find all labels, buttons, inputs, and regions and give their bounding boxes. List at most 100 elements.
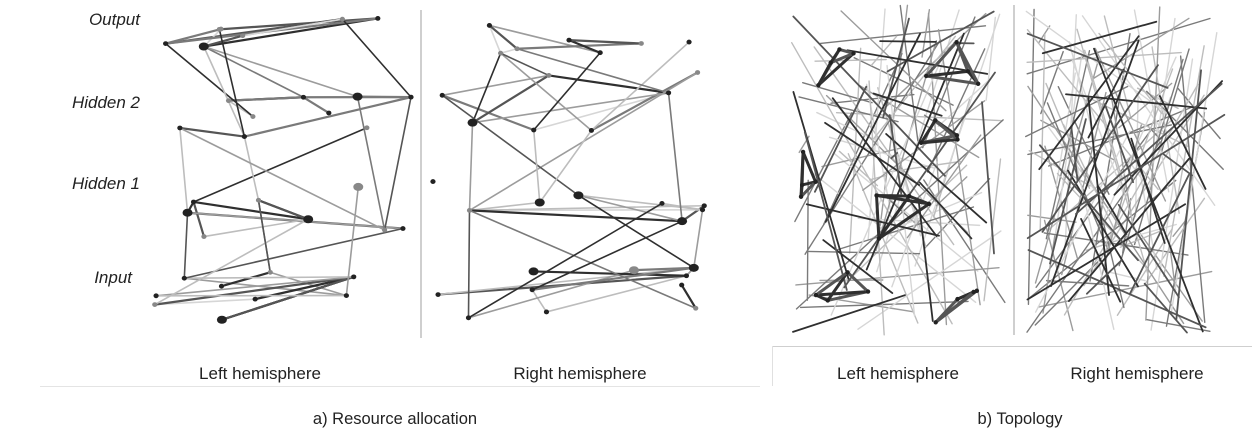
intra-layer-edge (153, 275, 355, 306)
topology-edge (1083, 49, 1124, 182)
inter-layer-edge (345, 186, 360, 297)
topology-edge (792, 15, 946, 177)
intra-layer-edge (545, 274, 688, 313)
cluster-node (813, 292, 819, 298)
topology-edge (1040, 50, 1064, 115)
intra-layer-edge (183, 277, 348, 297)
cluster-edge (846, 270, 870, 294)
network-node (300, 94, 307, 100)
right-hemisphere-topology (1025, 6, 1226, 334)
topology-edge (807, 250, 921, 255)
network-node (250, 114, 256, 119)
topology-edge (981, 101, 995, 255)
network-node (252, 296, 258, 302)
intra-layer-edge (488, 24, 601, 54)
topology-edge (1043, 219, 1074, 332)
cluster-node (965, 69, 971, 74)
topology-edge (798, 96, 899, 123)
intra-layer-edge (227, 96, 305, 102)
topology-edge (1175, 69, 1202, 321)
inter-layer-edge (531, 220, 683, 291)
intra-layer-edge (532, 270, 688, 277)
topology-edge (840, 10, 947, 112)
cluster-edge (919, 137, 960, 145)
network-node (375, 16, 381, 21)
topology-edge (1118, 58, 1184, 267)
inter-layer-edge (532, 129, 541, 204)
topology-edge (1151, 46, 1180, 214)
inter-layer-edge (183, 227, 404, 280)
topology-edge (1103, 103, 1135, 184)
intra-layer-edge (203, 218, 309, 238)
cluster-node (933, 320, 938, 325)
inter-layer-edge (202, 45, 246, 138)
network-node (638, 41, 644, 46)
topology-edge (1070, 125, 1079, 182)
topology-edge (822, 239, 894, 294)
intra-layer-edge (532, 92, 670, 131)
cluster-edge (933, 118, 960, 141)
topology-edge (1061, 91, 1107, 276)
topology-edge (868, 174, 887, 181)
network-node (498, 50, 504, 56)
intra-layer-edge (202, 34, 244, 48)
layer-label-hidden-1: Hidden 1 (71, 174, 140, 193)
topology-edge (1057, 85, 1110, 195)
intra-layer-edge (567, 39, 602, 54)
cluster-node (825, 298, 830, 303)
panel-b-right-label: Right hemisphere (1070, 364, 1204, 383)
inter-layer-edge (667, 92, 683, 222)
topology-edge (808, 294, 915, 313)
panel-b-divider (1013, 5, 1015, 335)
topology-edge (1129, 173, 1190, 295)
network-node (218, 283, 225, 289)
network-node (351, 274, 357, 280)
intra-layer-edge (192, 200, 206, 238)
network-node (465, 315, 472, 321)
topology-edge (885, 133, 988, 224)
network-node (699, 207, 706, 213)
intra-layer-edge (302, 96, 330, 115)
topology-edge (1163, 45, 1205, 277)
network-node (543, 309, 550, 315)
cluster-node (974, 288, 980, 293)
topology-edge (879, 40, 937, 43)
layer-label-input: Input (94, 268, 132, 287)
cluster-node (865, 289, 871, 294)
topology-edge (816, 111, 875, 141)
inter-layer-edge (538, 129, 593, 204)
intra-layer-edge (468, 209, 684, 223)
topology-edge (985, 16, 997, 101)
topology-edge (830, 53, 945, 316)
topology-edge (1081, 15, 1216, 206)
network-node (225, 98, 232, 104)
inter-layer-edge (499, 52, 593, 132)
inter-layer-edge (499, 52, 550, 77)
inter-layer-edge (590, 41, 690, 132)
cluster-node (955, 137, 960, 142)
intra-layer-edge (577, 194, 704, 211)
panel-b-left-edge (772, 346, 773, 386)
cluster-node (918, 140, 924, 146)
topology-edge (847, 153, 919, 324)
cluster-edge (924, 40, 959, 78)
network-node (534, 198, 545, 207)
intra-layer-edge (499, 47, 518, 54)
network-node (514, 46, 520, 52)
cluster-edge (801, 150, 818, 184)
topology-edge (1158, 95, 1207, 190)
topology-edge (1053, 53, 1083, 245)
cluster-node (845, 270, 850, 275)
topology-edge (819, 25, 987, 45)
topology-edge (1074, 82, 1223, 215)
network-node (198, 42, 209, 51)
network-node (529, 287, 535, 293)
network-node (597, 50, 603, 56)
inter-layer-edge (257, 199, 272, 274)
cluster-node (798, 194, 804, 199)
topology-edge (921, 9, 931, 58)
topology-edge (899, 4, 919, 142)
intra-layer-edge (155, 276, 355, 297)
network-node (182, 208, 193, 217)
cluster-node (816, 83, 821, 88)
